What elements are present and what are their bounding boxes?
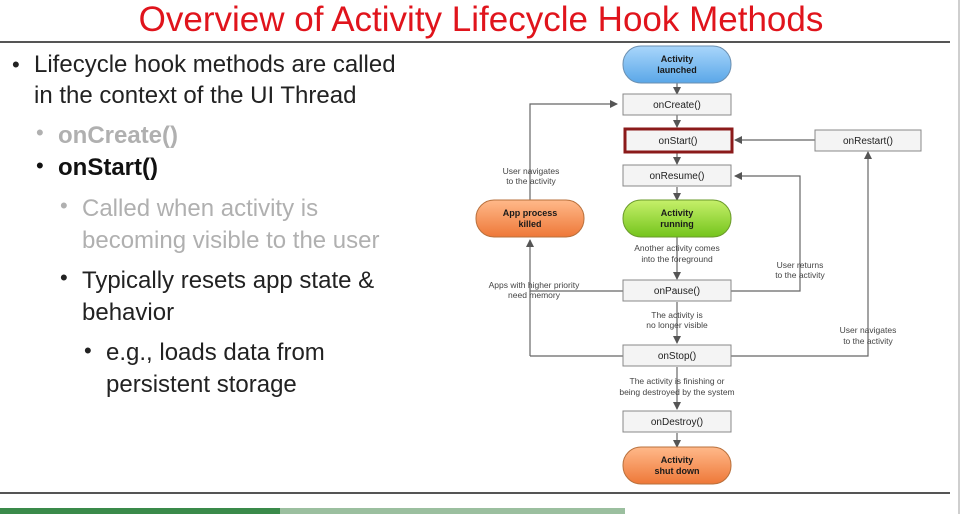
onpause-node xyxy=(622,279,732,302)
user-returns-label-1: User returns xyxy=(777,260,824,270)
oncreate-node xyxy=(622,93,732,116)
app-process-killed-label-1: App process xyxy=(503,208,558,218)
activity-running-label-2: running xyxy=(660,219,694,229)
another-activity-label-2: into the foreground xyxy=(641,254,713,264)
oncreate-label: onCreate() xyxy=(653,100,701,111)
activity-shutdown-node xyxy=(622,446,732,485)
bullet-dot: • xyxy=(12,52,20,77)
bullet-1-line-1: Lifecycle hook methods are called xyxy=(34,51,396,78)
bullet-1-line-2: in the context of the UI Thread xyxy=(34,82,357,109)
user-navigates-label-1: User navigates xyxy=(503,166,560,176)
no-longer-visible-label-1: The activity is xyxy=(651,310,703,320)
activity-running-node xyxy=(622,199,732,238)
activity-launched-label-2: launched xyxy=(657,65,697,75)
bullet-dot: • xyxy=(60,265,68,290)
bullet-dot: • xyxy=(36,120,44,145)
bullet-onstart: onStart() xyxy=(58,154,158,181)
user-navigates-2-label-1: User navigates xyxy=(840,325,897,335)
no-longer-visible-label-2: no longer visible xyxy=(646,320,708,330)
bullet-dot: • xyxy=(36,153,44,178)
video-progress-bar[interactable] xyxy=(0,508,280,514)
onresume-node xyxy=(622,164,732,187)
higher-priority-label-1: Apps with higher priority xyxy=(489,280,580,290)
finishing-label-2: being destroyed by the system xyxy=(619,387,734,397)
onstop-node xyxy=(622,344,732,367)
ondestroy-node xyxy=(622,410,732,433)
lifecycle-diagram: Activity launched onCreate() onStart() o… xyxy=(475,45,922,485)
onstop-label: onStop() xyxy=(658,351,696,362)
title-divider xyxy=(0,41,950,43)
user-returns-label-2: to the activity xyxy=(775,270,825,280)
bullet-eg-line-1: e.g., loads data from xyxy=(106,339,325,366)
onstart-label: onStart() xyxy=(659,136,698,147)
bullet-oncreate: onCreate() xyxy=(58,122,179,149)
bullet-called-line-2: becoming visible to the user xyxy=(82,227,380,254)
window-edge xyxy=(958,0,960,514)
onrestart-label: onRestart() xyxy=(843,136,893,147)
activity-shutdown-label-2: shut down xyxy=(655,466,700,476)
bullet-eg-line-2: persistent storage xyxy=(106,371,297,398)
activity-launched-node xyxy=(622,45,732,84)
app-process-killed-label-2: killed xyxy=(518,219,541,229)
another-activity-label-1: Another activity comes xyxy=(634,243,720,253)
onpause-label: onPause() xyxy=(654,286,700,297)
bullet-resets-line-2: behavior xyxy=(82,299,175,326)
bullet-dot: • xyxy=(84,338,92,363)
activity-launched-label-1: Activity xyxy=(661,54,694,64)
activity-shutdown-label-1: Activity xyxy=(661,455,694,465)
onstart-node xyxy=(623,127,734,154)
activity-running-label-1: Activity xyxy=(661,208,694,218)
bullet-called-line-1: Called when activity is xyxy=(82,195,319,222)
onrestart-node xyxy=(814,129,922,152)
bullet-dot: • xyxy=(60,193,68,218)
finishing-label-1: The activity is finishing or xyxy=(630,376,725,386)
ondestroy-label: onDestroy() xyxy=(651,417,703,428)
footer-divider xyxy=(0,492,950,494)
onresume-label: onResume() xyxy=(649,171,704,182)
higher-priority-label-2: need memory xyxy=(508,290,561,300)
app-process-killed-node xyxy=(475,199,585,238)
bullet-resets-line-1: Typically resets app state & xyxy=(82,267,375,294)
user-navigates-2-label-2: to the activity xyxy=(843,336,893,346)
user-navigates-label-2: to the activity xyxy=(506,176,556,186)
slide-title: Overview of Activity Lifecycle Hook Meth… xyxy=(138,0,824,39)
video-buffer-bar[interactable] xyxy=(280,508,625,514)
